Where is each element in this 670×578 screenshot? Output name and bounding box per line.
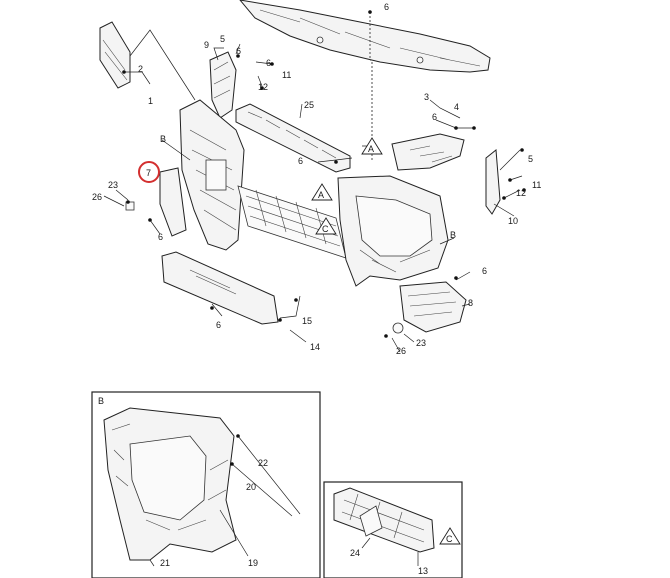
callout-6: 6 bbox=[266, 58, 271, 68]
callout-23: 23 bbox=[108, 180, 118, 190]
lower-air-deflector bbox=[161, 251, 279, 325]
ref-triangle-c-1: C bbox=[315, 217, 337, 235]
grille-mesh bbox=[237, 185, 347, 259]
callout-11: 11 bbox=[282, 70, 291, 80]
ref-triangle-a-2: A bbox=[311, 183, 333, 201]
callout-labels: 6 9 5 6 6 11 12 2 1 25 3 4 6 B 6 5 12 11… bbox=[92, 2, 541, 356]
callout-15: 15 bbox=[302, 316, 312, 326]
ref-c-label-1: C bbox=[322, 224, 329, 234]
fasteners bbox=[125, 201, 404, 334]
left-air-deflector bbox=[99, 21, 131, 89]
ref-c-label-2: C bbox=[446, 534, 453, 544]
detail-b-label: B bbox=[98, 396, 104, 406]
callout-6: 6 bbox=[482, 266, 487, 276]
left-radiator-support bbox=[159, 99, 245, 251]
callout-13: 13 bbox=[418, 566, 428, 576]
callout-11: 11 bbox=[532, 180, 541, 190]
callout-5: 5 bbox=[220, 34, 225, 44]
callout-3: 3 bbox=[424, 92, 429, 102]
callout-19: 19 bbox=[248, 558, 258, 568]
right-lower-deflector bbox=[399, 281, 467, 333]
callout-6: 6 bbox=[236, 46, 241, 56]
callout-1: 1 bbox=[148, 96, 153, 106]
callout-b: B bbox=[160, 134, 166, 144]
fastener-dots bbox=[122, 10, 526, 338]
ref-triangle-a-1: A bbox=[361, 137, 383, 155]
callout-26: 26 bbox=[396, 346, 406, 356]
callout-21: 21 bbox=[160, 558, 170, 568]
center-support bbox=[235, 103, 351, 173]
callout-26: 26 bbox=[92, 192, 102, 202]
right-radiator-support bbox=[337, 175, 449, 287]
upper-tie-bar bbox=[239, 0, 491, 73]
callout-14: 14 bbox=[310, 342, 320, 352]
callout-6: 6 bbox=[384, 2, 389, 12]
callout-2: 2 bbox=[138, 64, 143, 74]
ref-a-label-2: A bbox=[318, 190, 324, 200]
callout-6: 6 bbox=[216, 320, 221, 330]
callout-23: 23 bbox=[416, 338, 426, 348]
callout-12: 12 bbox=[516, 188, 526, 198]
callout-8: 8 bbox=[468, 298, 473, 308]
callout-22: 22 bbox=[258, 458, 268, 468]
highlighted-callout-7[interactable]: 7 bbox=[138, 161, 160, 183]
callout-10: 10 bbox=[508, 216, 518, 226]
detail-box-b: B 22 20 19 21 bbox=[91, 391, 321, 578]
callout-5: 5 bbox=[528, 154, 533, 164]
left-upper-bracket bbox=[209, 51, 237, 119]
right-grille-insert bbox=[391, 133, 465, 171]
callout-9: 9 bbox=[204, 40, 209, 50]
callout-6: 6 bbox=[298, 156, 303, 166]
callout-6: 6 bbox=[432, 112, 437, 122]
detail-box-c: C 24 13 bbox=[323, 481, 463, 578]
callout-4: 4 bbox=[454, 102, 459, 112]
callout-7-label: 7 bbox=[146, 168, 151, 178]
callout-24: 24 bbox=[350, 548, 360, 558]
callout-20: 20 bbox=[246, 482, 256, 492]
ref-a-label-1: A bbox=[368, 144, 374, 154]
callout-25: 25 bbox=[304, 100, 314, 110]
callout-b: B bbox=[450, 230, 456, 240]
right-side-bracket bbox=[485, 149, 501, 215]
callout-12: 12 bbox=[258, 82, 268, 92]
callout-6: 6 bbox=[158, 232, 163, 242]
